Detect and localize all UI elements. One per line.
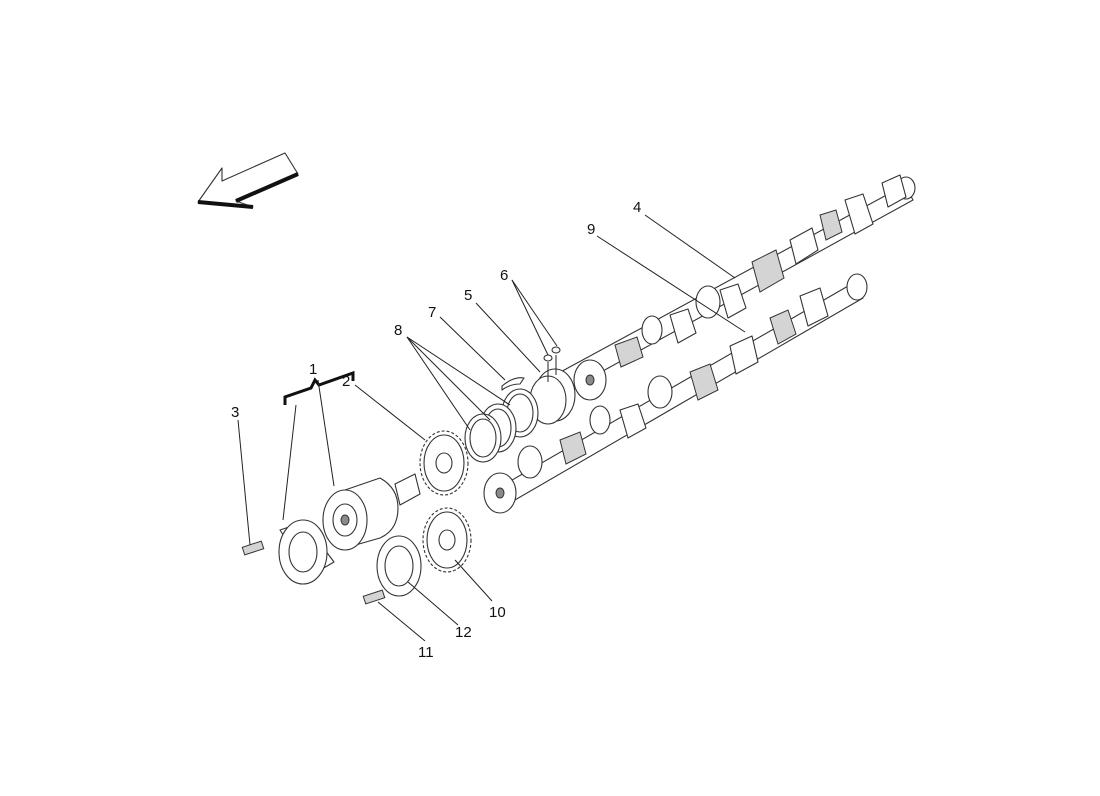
o-rings (543, 346, 561, 362)
bolt-3 (241, 540, 265, 556)
callout-11: 11 (418, 644, 434, 661)
callout-1: 1 (309, 361, 317, 378)
lower-timing-gear (422, 507, 472, 573)
orientation-arrow-icon (197, 152, 299, 209)
callout-9: 9 (587, 221, 595, 238)
cam-variator-assembly (322, 473, 421, 551)
callout-2: 2 (342, 373, 350, 390)
leader-lines (237, 214, 746, 642)
flange-plate (278, 519, 335, 585)
callout-10: 10 (489, 604, 506, 621)
seal-rings (464, 388, 539, 463)
key (501, 377, 525, 391)
callout-8: 8 (394, 322, 402, 339)
callout-4: 4 (633, 199, 641, 216)
lower-camshaft (483, 273, 868, 514)
callout-3: 3 (231, 404, 239, 421)
upper-timing-gear (419, 430, 469, 496)
callout-7: 7 (428, 304, 436, 321)
upper-camshaft (554, 174, 916, 401)
camshaft-collar (529, 355, 576, 425)
callout-6: 6 (500, 267, 508, 284)
callout-12: 12 (455, 624, 472, 641)
bolt-11 (362, 589, 386, 605)
callout-5: 5 (464, 287, 472, 304)
lower-flange-plate (376, 535, 422, 597)
assembly-bracket (283, 370, 355, 405)
